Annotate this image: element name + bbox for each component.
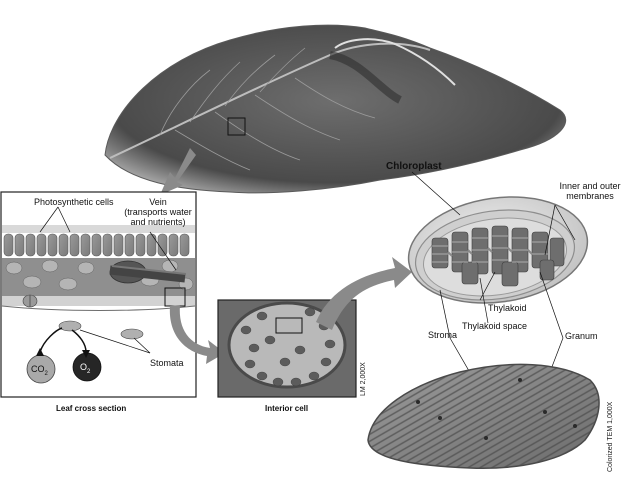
co2-subscript: 2 xyxy=(44,370,48,377)
interior-cell-panel xyxy=(217,299,357,398)
section-to-cell-arrow xyxy=(169,305,225,364)
cell-zoom-box xyxy=(275,317,303,334)
interior-cell-caption: Interior cell xyxy=(265,404,309,413)
lm-scale-label: LM 2,000X xyxy=(360,362,367,396)
chloroplast-title: Chloroplast xyxy=(386,161,442,172)
vein-label-line3: and nutrients) xyxy=(130,217,186,227)
granum-label: Granum xyxy=(565,331,598,341)
stoma-1 xyxy=(58,320,82,332)
tem-scale-label: Colorized TEM 1,000X xyxy=(607,401,614,472)
photosynthetic-cells-label: Photosynthetic cells xyxy=(34,197,114,207)
leaf-zoom-box xyxy=(227,117,246,136)
vein-label-line1: Vein xyxy=(149,197,167,207)
co2-text: CO xyxy=(31,364,45,374)
leaf-cross-section-caption: Leaf cross section xyxy=(56,404,127,413)
o2-label: O2 xyxy=(80,362,90,377)
o2-text: O xyxy=(80,362,88,372)
leaf-to-section-arrow xyxy=(160,148,196,195)
vein-label: Vein (transports water and nutrients) xyxy=(118,197,198,227)
leaf-cross-section-panel xyxy=(0,191,197,398)
vein-bundle xyxy=(109,260,187,284)
stomata-label: Stomata xyxy=(150,358,184,368)
thylakoid-label: Thylakoid xyxy=(488,303,527,313)
co2-label: CO2 xyxy=(31,364,48,379)
stoma-2 xyxy=(120,328,144,340)
cell-to-chloroplast-arrow xyxy=(316,257,412,330)
vein-label-line2: (transports water xyxy=(124,207,192,217)
chloroplast-tem-image xyxy=(367,363,600,470)
chloroplast-3d-illustration xyxy=(407,171,589,391)
thylakoid-space-label: Thylakoid space xyxy=(462,321,528,331)
leaf-illustration xyxy=(104,24,567,194)
stroma-label: Stroma xyxy=(428,330,458,340)
membranes-label-line1: Inner and outer xyxy=(559,181,621,191)
membranes-label: Inner and outer membranes xyxy=(555,181,625,201)
membranes-label-line2: membranes xyxy=(566,191,614,201)
o2-subscript: 2 xyxy=(87,368,91,375)
